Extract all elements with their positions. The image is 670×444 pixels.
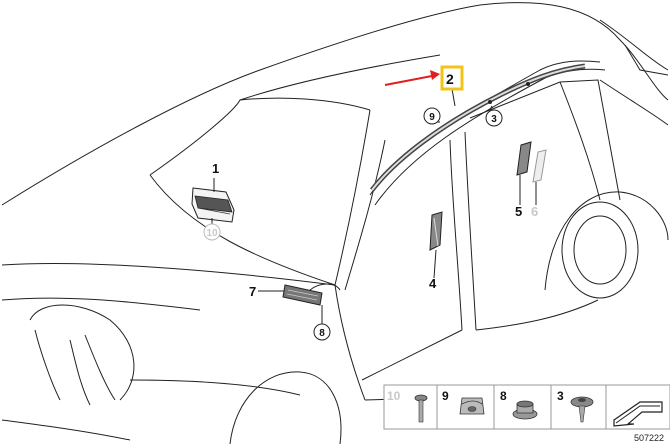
- flange-nut-icon: [512, 400, 538, 420]
- clip-nut-icon: [459, 397, 485, 415]
- callout-6[interactable]: 6: [531, 204, 538, 219]
- legend-item-8[interactable]: 8: [500, 389, 538, 420]
- leader-lines: [211, 88, 537, 325]
- part-6-rear-side-airbag[interactable]: [532, 149, 547, 183]
- callout-10: 10: [206, 228, 218, 239]
- document-number: 507222: [634, 433, 664, 443]
- part-7-knee-airbag[interactable]: [282, 284, 323, 306]
- callout-8: 8: [319, 328, 325, 339]
- part-1-passenger-airbag[interactable]: [191, 187, 235, 223]
- callout-9: 9: [429, 112, 435, 123]
- red-arrow-icon: [384, 70, 440, 86]
- callout-4[interactable]: 4: [429, 276, 437, 291]
- part-4-front-side-airbag[interactable]: [429, 211, 443, 251]
- callout-3: 3: [491, 114, 497, 125]
- legend-item-10[interactable]: 10: [387, 389, 428, 423]
- callout-9-circle[interactable]: 9: [423, 107, 441, 125]
- part-5-rear-side-airbag[interactable]: [516, 141, 532, 176]
- callout-10-circle[interactable]: 10: [203, 223, 221, 241]
- callout-2[interactable]: 2: [446, 71, 454, 87]
- legend-number: 9: [442, 389, 449, 403]
- callout-1[interactable]: 1: [212, 161, 219, 176]
- legend-number: 10: [387, 389, 401, 403]
- screw-icon: [570, 396, 594, 423]
- callout-2-highlight-box: [440, 65, 464, 91]
- legend-item-3[interactable]: 3: [557, 389, 594, 423]
- bolt-icon: [414, 394, 428, 423]
- callout-8-circle[interactable]: 8: [313, 323, 331, 341]
- next-page-arrow-icon[interactable]: [613, 401, 663, 427]
- callout-5[interactable]: 5: [515, 204, 522, 219]
- fastener-legend: 10 9 8: [383, 384, 670, 430]
- callout-3-circle[interactable]: 3: [485, 109, 503, 127]
- callout-7[interactable]: 7: [249, 284, 256, 299]
- legend-number: 3: [557, 389, 564, 403]
- legend-item-9[interactable]: 9: [442, 389, 485, 415]
- legend-number: 8: [500, 389, 507, 403]
